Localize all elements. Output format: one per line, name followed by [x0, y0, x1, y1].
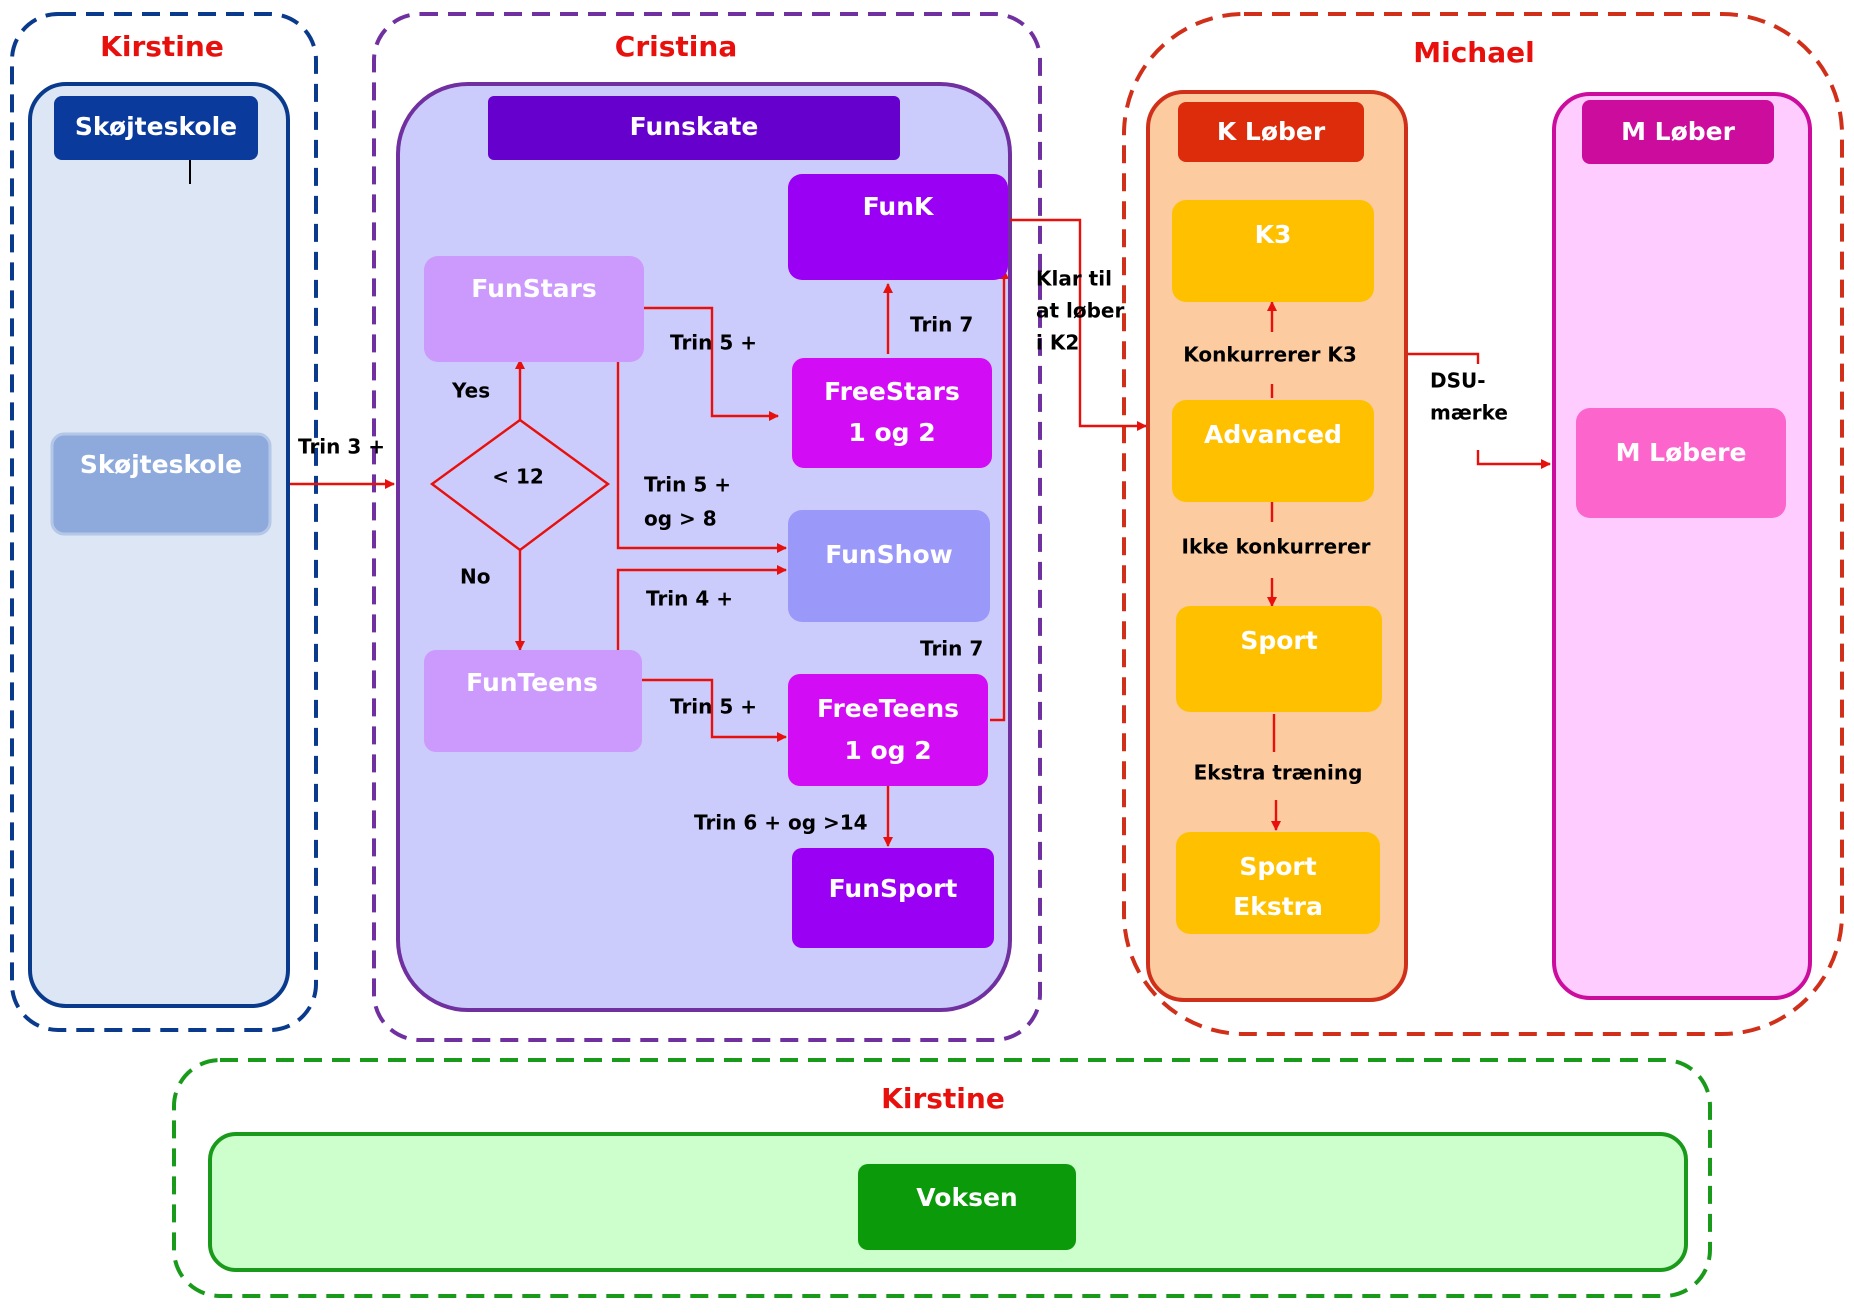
- freeteens-node: [788, 674, 988, 786]
- skojteskole-node-label: Skøjteskole: [80, 450, 242, 479]
- age-decision-label: < 12: [492, 465, 544, 489]
- freestars-node-label-1: FreeStars: [824, 377, 960, 406]
- age-decision-diamond: [429, 418, 611, 552]
- funshow-node: [788, 510, 990, 622]
- arrow-freeteens-funk: [990, 269, 1009, 722]
- freeteens-node-label-1: FreeTeens: [817, 694, 959, 723]
- sport-ekstra-node: [1176, 832, 1380, 934]
- label-dsu-2: mærke: [1430, 401, 1508, 425]
- arrow-dsu-end: [1476, 450, 1551, 469]
- funstars-node: [424, 256, 644, 362]
- arrow-k-lober-m-lober: [1408, 352, 1480, 364]
- funskate-header-label: Funskate: [630, 112, 759, 141]
- m-lober-header-label: M Løber: [1621, 117, 1736, 146]
- k-lober-header: [1178, 102, 1364, 162]
- label-ikke-konkurrerer: Ikke konkurrerer: [1182, 535, 1371, 559]
- label-trin7-bottom: Trin 7: [920, 637, 983, 661]
- kirstine-top-group: [10, 12, 318, 1032]
- kirstine-bottom-group: [172, 1058, 1712, 1298]
- group-title-michael: Michael: [1413, 36, 1534, 69]
- label-trin5-funshow-2: og > 8: [644, 507, 717, 531]
- group-title-cristina: Cristina: [615, 30, 737, 63]
- label-yes: Yes: [451, 379, 490, 403]
- freestars-node: [792, 358, 992, 468]
- freeteens-node-label-2: 1 og 2: [844, 736, 931, 765]
- arrow-funteens-funshow: [616, 565, 787, 650]
- group-title-kirstine-bottom: Kirstine: [881, 1082, 1005, 1115]
- label-trin7-top: Trin 7: [910, 313, 973, 337]
- freestars-node-label-2: 1 og 2: [848, 418, 935, 447]
- sport-ekstra-node-label-1: Sport: [1239, 852, 1316, 881]
- sport-node: [1176, 606, 1382, 712]
- m-lober-header: [1582, 100, 1774, 164]
- m-lobere-node: [1576, 408, 1786, 518]
- funsport-node-label: FunSport: [829, 874, 958, 903]
- label-trin5-freeteens: Trin 5 +: [670, 695, 757, 719]
- skojteskole-node: [50, 432, 272, 536]
- funk-node: [788, 174, 1008, 280]
- funteens-node: [424, 650, 642, 752]
- label-ekstra-traening: Ekstra træning: [1194, 761, 1363, 785]
- connectors: [290, 218, 1551, 847]
- k-lober-header-label: K Løber: [1217, 117, 1326, 146]
- michael-group: [1122, 12, 1844, 1036]
- label-trin4: Trin 4 +: [646, 587, 733, 611]
- arrow-funstars-freestars: [642, 306, 779, 421]
- group-title-kirstine-top: Kirstine: [100, 30, 224, 63]
- k3-node-label: K3: [1255, 220, 1292, 249]
- funshow-node-label: FunShow: [825, 540, 953, 569]
- label-klar-2: at løber: [1036, 299, 1124, 323]
- label-trin3: Trin 3 +: [298, 435, 385, 459]
- label-trin6: Trin 6 + og >14: [694, 811, 868, 835]
- sport-ekstra-node-label-2: Ekstra: [1233, 892, 1323, 921]
- voksen-node: [858, 1164, 1076, 1250]
- skojteskole-panel: [28, 82, 290, 1008]
- label-klar-3: i K2: [1036, 331, 1079, 355]
- label-trin5-freestars: Trin 5 +: [670, 331, 757, 355]
- funsport-node: [792, 848, 994, 948]
- k3-node: [1172, 200, 1374, 302]
- arrow-funstars-funshow: [616, 362, 787, 553]
- label-klar-1: Klar til: [1036, 267, 1112, 291]
- m-lobere-node-label: M Løbere: [1616, 438, 1747, 467]
- advanced-node: [1172, 400, 1374, 502]
- sport-node-label: Sport: [1240, 626, 1317, 655]
- funstars-node-label: FunStars: [471, 274, 596, 303]
- skojteskole-header: [54, 96, 258, 160]
- cristina-group: [372, 12, 1042, 1042]
- label-no: No: [460, 565, 490, 589]
- k-lober-panel: [1146, 90, 1408, 1002]
- funskate-header: [488, 96, 900, 160]
- funk-node-label: FunK: [863, 192, 935, 221]
- arrow-funteens-freeteens: [640, 678, 787, 742]
- funteens-node-label: FunTeens: [466, 668, 598, 697]
- label-trin5-funshow-1: Trin 5 +: [644, 473, 731, 497]
- skojteskole-header-label: Skøjteskole: [75, 112, 237, 141]
- voksen-node-label: Voksen: [916, 1183, 1017, 1212]
- arrow-funk-k-lober: [1010, 218, 1147, 431]
- label-dsu-1: DSU-: [1430, 369, 1486, 393]
- label-konkurrerer: Konkurrerer K3: [1183, 343, 1357, 367]
- m-lober-panel: [1552, 92, 1812, 1000]
- advanced-node-label: Advanced: [1204, 420, 1342, 449]
